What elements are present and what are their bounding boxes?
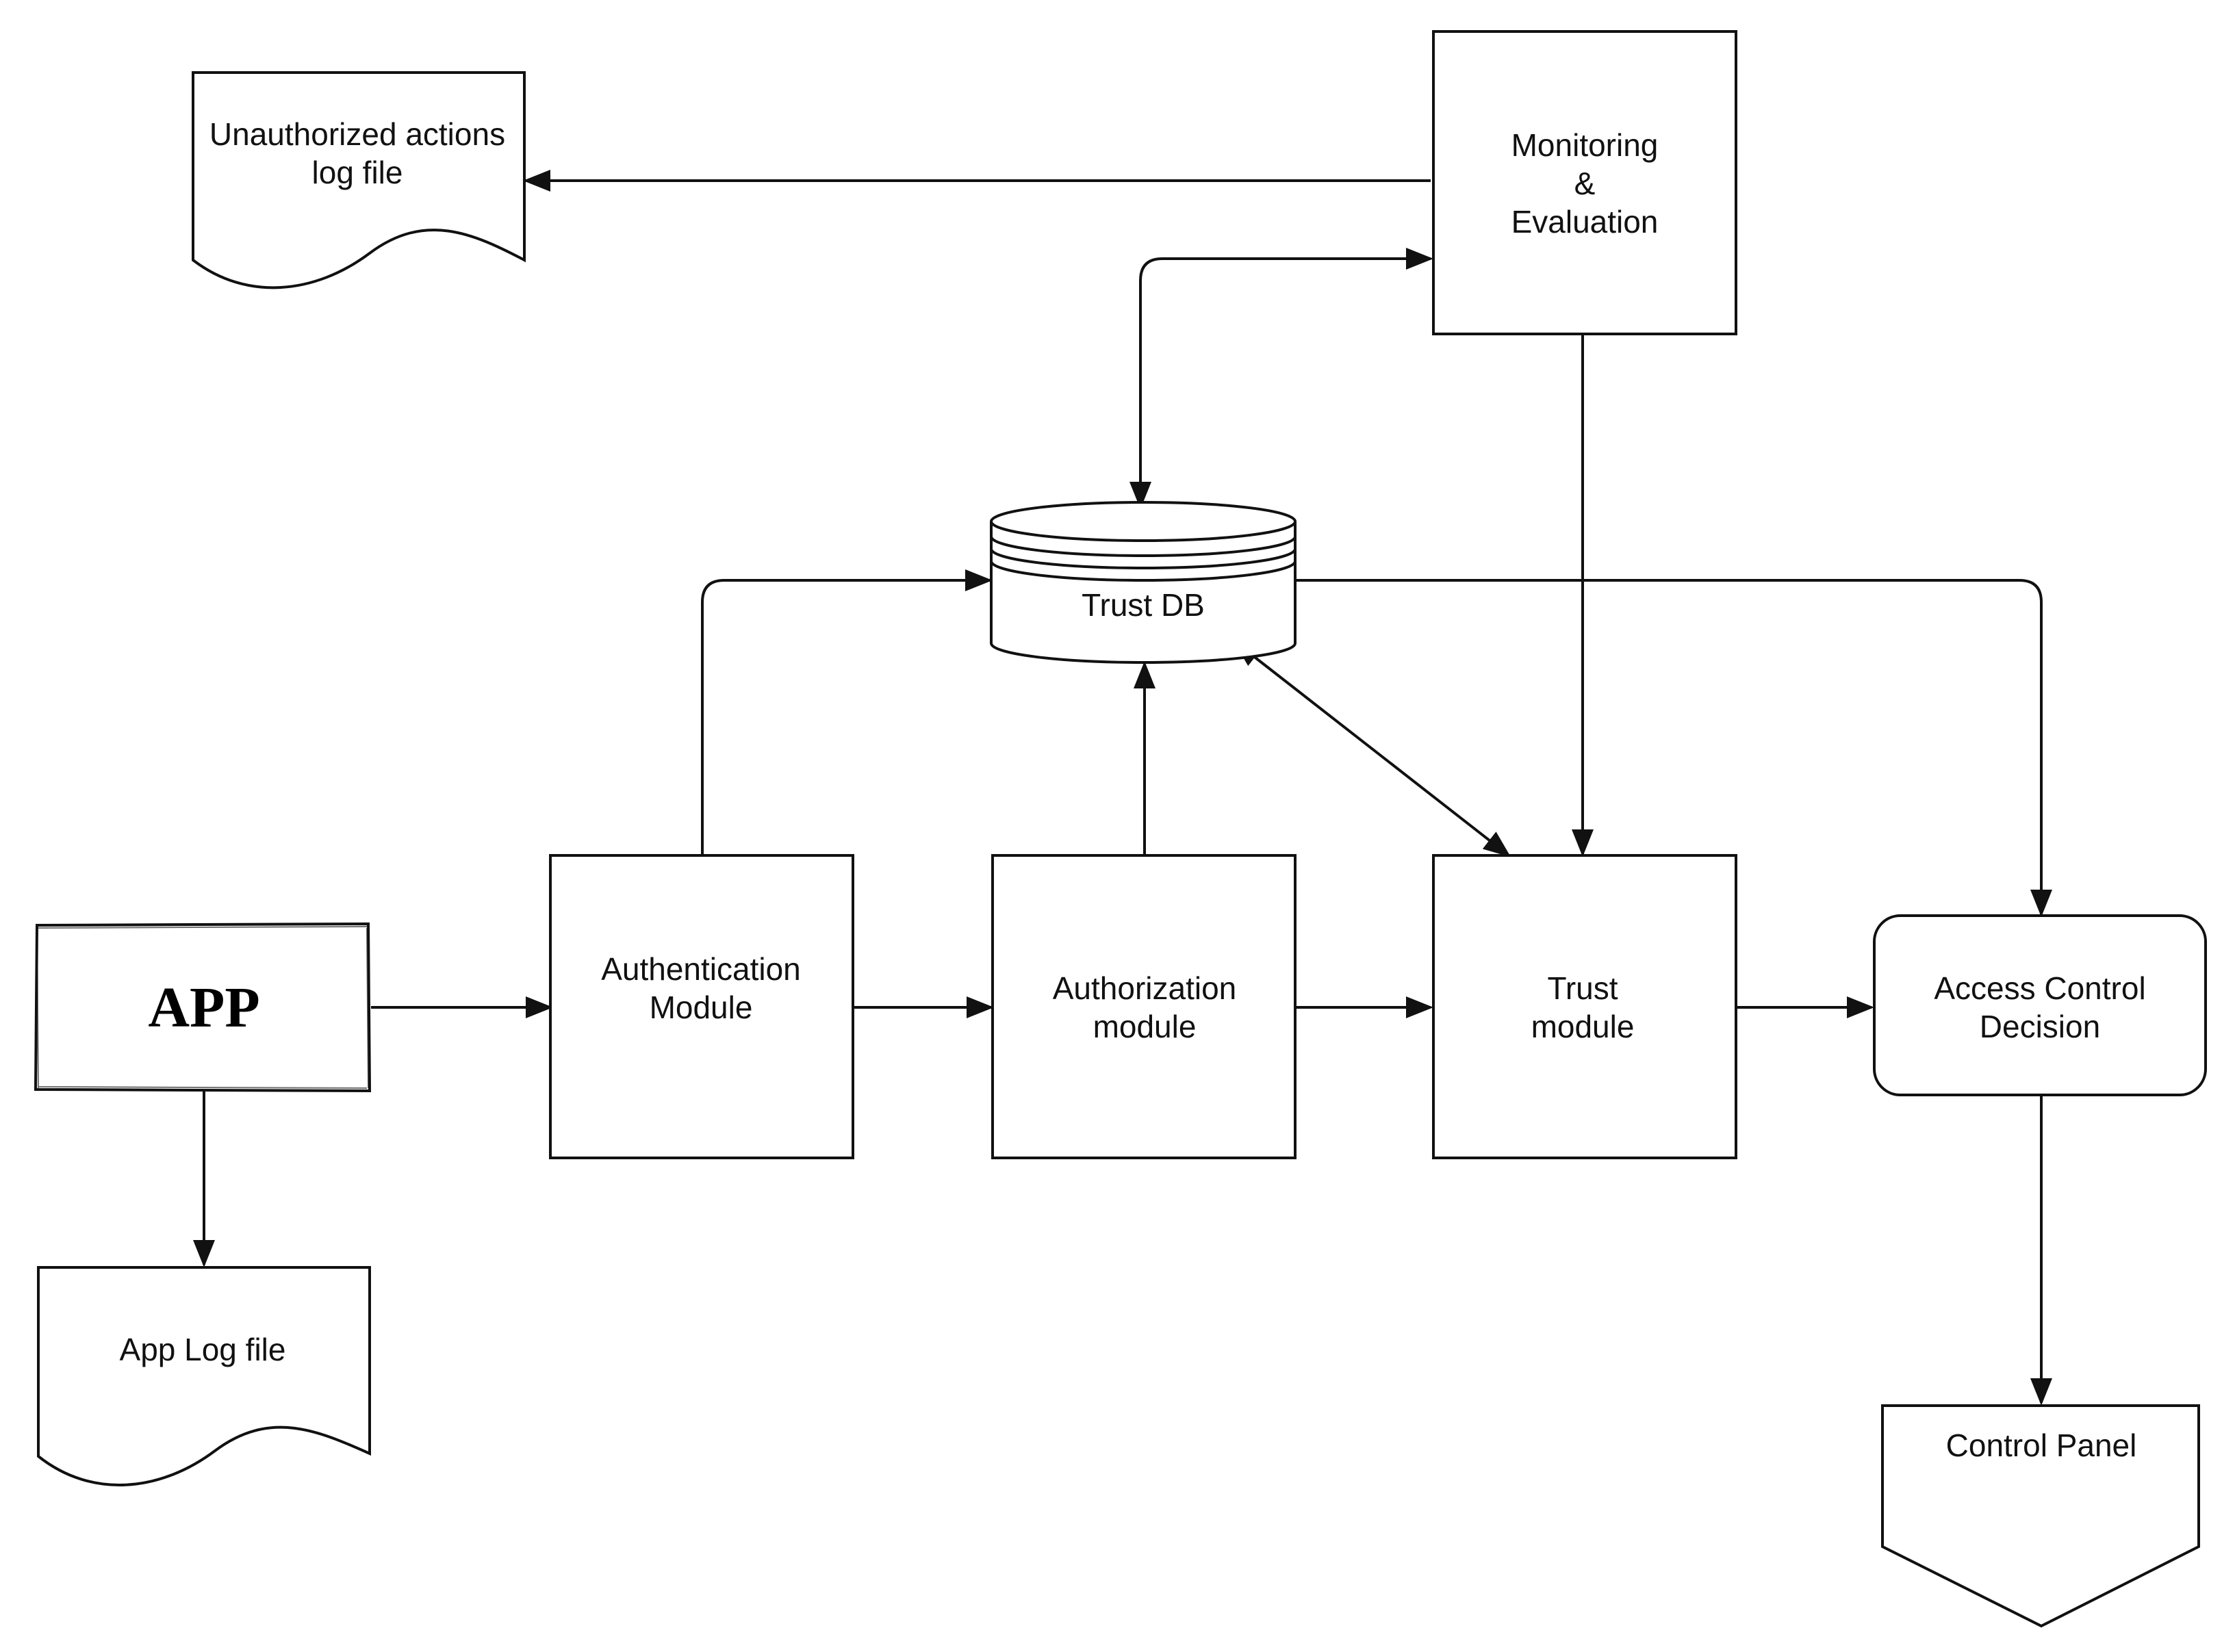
app-label: APP	[148, 976, 259, 1040]
authorization-module-node: Authorization module	[991, 854, 1297, 1159]
authorization-label-line2: module	[1093, 1009, 1197, 1044]
control-panel-node: Control Panel	[1881, 1404, 2200, 1628]
unauthorized-log-label-line1: Unauthorized actions	[209, 116, 505, 152]
unauthorized-actions-log-node: Unauthorized actions log file	[192, 71, 526, 289]
authentication-module-node: Authentication Module	[549, 854, 854, 1159]
trust-db-node: Trust DB	[990, 501, 1297, 664]
edge-trustdb-to-access-control	[1297, 579, 2052, 917]
monitoring-label-line3: Evaluation	[1511, 204, 1659, 240]
authentication-label-line1: Authentication	[601, 951, 801, 987]
control-panel-label: Control Panel	[1946, 1428, 2137, 1463]
access-control-label-line1: Access Control	[1934, 970, 2145, 1006]
app-log-label: App Log file	[120, 1332, 286, 1367]
authentication-label-line2: Module	[650, 990, 753, 1025]
edges	[193, 170, 2052, 1406]
trust-db-label: Trust DB	[1082, 587, 1205, 623]
edge-monitoring-trustdb	[1129, 248, 1433, 509]
app-node: APP	[34, 922, 372, 1093]
trust-module-node: Trust module	[1432, 854, 1737, 1159]
monitoring-label-line1: Monitoring	[1511, 127, 1659, 163]
monitoring-evaluation-node: Monitoring & Evaluation	[1432, 30, 1737, 335]
trust-module-label-line2: module	[1531, 1009, 1635, 1044]
access-control-label-line2: Decision	[1980, 1009, 2100, 1044]
trust-module-label-line1: Trust	[1547, 970, 1618, 1006]
unauthorized-log-label-line2: log file	[312, 155, 403, 190]
access-control-decision-node: Access Control Decision	[1873, 914, 2207, 1096]
edge-trustdb-trust-module	[1233, 640, 1511, 857]
authorization-label-line1: Authorization	[1053, 970, 1237, 1006]
app-log-file-node: App Log file	[37, 1266, 371, 1486]
edge-authentication-to-trustdb	[701, 569, 993, 855]
monitoring-label-line2: &	[1574, 166, 1596, 201]
